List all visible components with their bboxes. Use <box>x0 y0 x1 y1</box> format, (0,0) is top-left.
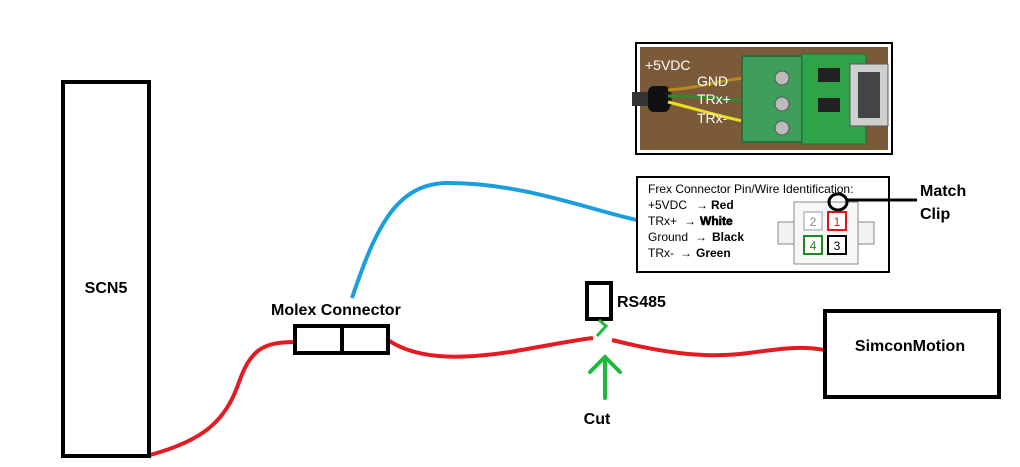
pin-row-trxp-signal: TRx+ <box>648 214 677 228</box>
pin-row-trxp-arrow: → <box>684 214 696 228</box>
pin-1-label: 1 <box>834 215 841 229</box>
scn5-label: SCN5 <box>85 280 128 297</box>
simcon-label: SimconMotion <box>855 338 965 355</box>
photo-label-trxp: TRx+ <box>697 91 731 107</box>
rs485-box <box>585 281 613 321</box>
pin-row-5v-signal: +5VDC <box>648 198 687 212</box>
cut-arrow-icon <box>588 354 622 400</box>
photo-label-gnd: GND <box>697 73 728 89</box>
match-clip-circle-icon <box>827 192 849 212</box>
photo-label-trxm: TRx- <box>697 110 728 126</box>
red-wire-cut-simcon <box>611 338 826 358</box>
scn5-box <box>61 80 151 458</box>
pin-row-5v-arrow: → <box>696 198 708 212</box>
pin-4-label: 4 <box>810 239 817 253</box>
match-clip-label-line2: Clip <box>920 206 950 223</box>
photo-label-5v: +5VDC <box>645 57 691 73</box>
pin-identification-panel: Frex Connector Pin/Wire Identification: … <box>636 176 890 273</box>
pin-row-trxm-arrow: → <box>680 246 692 260</box>
molex-left-half <box>293 324 344 355</box>
cut-label: Cut <box>584 411 611 428</box>
pin-2-label: 2 <box>810 215 817 229</box>
pin-3-label: 3 <box>834 239 841 253</box>
simcon-box <box>823 309 1001 399</box>
pin-row-gnd-signal: Ground <box>648 230 688 244</box>
red-wire-molex-cut <box>386 336 594 359</box>
pin-row-5v-wire: Red <box>711 198 734 212</box>
frex-connector-drawing: 2 1 4 3 <box>777 201 875 265</box>
pin-row-trxm-signal: TRx- <box>648 246 674 260</box>
red-wire-scn5-molex <box>149 340 296 457</box>
pin-panel-title: Frex Connector Pin/Wire Identification: <box>648 182 853 196</box>
pin-row-gnd-wire: Black <box>712 230 744 244</box>
match-clip-label-line1: Match <box>920 183 966 200</box>
rs485-green-lead <box>595 318 609 338</box>
connector-photo: +5VDC GND TRx+ TRx- <box>632 42 893 155</box>
pin-row-trxm-wire: Green <box>696 246 731 260</box>
rs485-label: RS485 <box>617 294 666 311</box>
blue-wire-molex-panel <box>350 180 638 299</box>
molex-label: Molex Connector <box>271 302 401 319</box>
molex-right-half <box>340 324 390 355</box>
pin-row-gnd-arrow: → <box>695 230 707 244</box>
pin-row-trxp-wire: White <box>700 214 733 228</box>
